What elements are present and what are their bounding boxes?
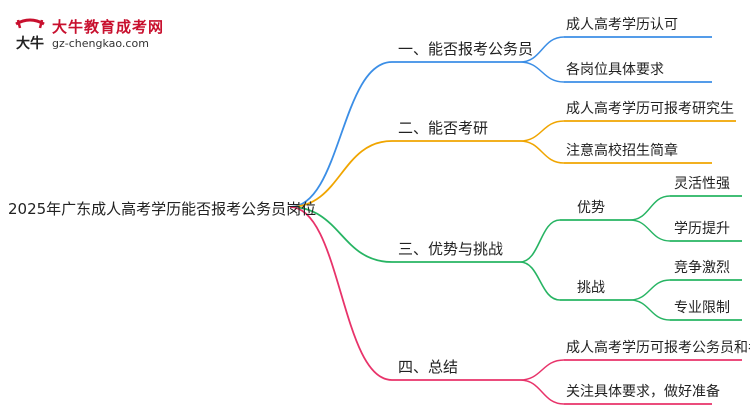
leaf-node-2-2: 注意高校招生简章	[566, 142, 678, 159]
sub-leaf-node-2-1: 竞争激烈	[674, 259, 730, 276]
leaf-node-1-2: 各岗位具体要求	[566, 62, 664, 78]
logo-url: gz-chengkao.com	[52, 37, 149, 50]
sub-leaf-edge-2-2	[629, 299, 671, 321]
logo-title: 大牛教育成考网	[52, 18, 165, 36]
logo-mark-text: 大牛	[16, 35, 44, 52]
branch-edge-2	[289, 140, 393, 208]
leaf-edge-1-1	[519, 36, 565, 63]
sub-node-2: 挑战	[577, 280, 605, 296]
sub-leaf-edge-1-1	[629, 195, 671, 221]
sub-leaf-node-1-1: 灵活性强	[674, 176, 730, 192]
sub-leaf-edge-2-1	[629, 279, 671, 301]
sub-leaf-edge-1-2	[629, 219, 671, 242]
branch-node-3: 三、优势与挑战	[398, 240, 503, 258]
logo: 大牛 大牛教育成考网 gz-chengkao.com	[10, 14, 180, 58]
sub-edge-2	[519, 261, 561, 301]
sub-node-1: 优势	[577, 200, 605, 216]
sub-edge-1	[519, 219, 561, 263]
branch-edge-1	[289, 61, 393, 208]
sub-leaf-node-2-2: 专业限制	[674, 300, 730, 316]
branch-edge-4	[289, 206, 393, 381]
leaf-edge-1-2	[519, 61, 565, 83]
leaf-node-4-2: 关注具体要求，做好准备	[566, 383, 720, 400]
leaf-node-2-1: 成人高考学历可报考研究生	[566, 100, 734, 117]
logo-mark-icon: 大牛	[15, 18, 45, 52]
leaf-node-1-1: 成人高考学历认可	[566, 16, 678, 33]
branch-node-2: 二、能否考研	[398, 119, 488, 137]
sub-leaf-node-1-2: 学历提升	[674, 221, 730, 237]
leaf-edge-2-2	[519, 140, 565, 164]
root-node: 2025年广东成人高考学历能否报考公务员岗位	[8, 200, 316, 218]
branch-node-1: 一、能否报考公务员	[398, 40, 533, 58]
branch-edge-3	[289, 206, 393, 263]
leaf-edge-4-2	[519, 379, 565, 405]
branch-node-4: 四、总结	[398, 358, 458, 376]
leaf-edge-4-1	[519, 359, 565, 381]
leaf-edge-2-1	[519, 120, 565, 142]
leaf-node-4-1: 成人高考学历可报考公务员和考研	[566, 339, 750, 356]
